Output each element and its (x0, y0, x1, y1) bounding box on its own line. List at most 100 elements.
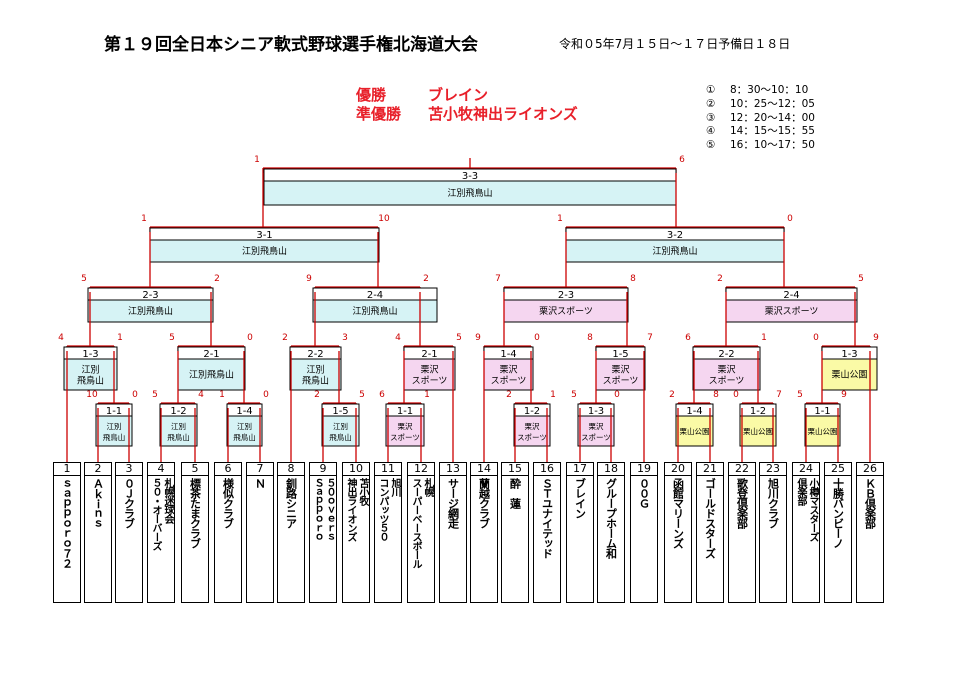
score-right: 9 (841, 390, 847, 400)
team-number: 26 (857, 463, 883, 476)
game-venue-box (226, 415, 263, 447)
game-venue: 飛鳥山 (233, 432, 256, 442)
game-venue: 飛鳥山 (329, 432, 352, 442)
game-venue: 栗山公園 (831, 370, 867, 381)
score-left: 5 (571, 390, 577, 400)
champion-label: 優勝 (356, 86, 387, 104)
game-venue-box (821, 358, 878, 391)
game-venue-box (95, 415, 133, 447)
team-number: 14 (471, 463, 497, 476)
score-left: 2 (669, 390, 675, 400)
score-left: 8 (587, 333, 593, 343)
champion-row: 優勝 ブレイン (356, 86, 578, 105)
score-left: 2 (282, 333, 288, 343)
team-number: 22 (729, 463, 755, 476)
score-right: 7 (647, 333, 653, 343)
game-label: 1-1 (106, 406, 122, 417)
schedule-number: ① (706, 84, 716, 96)
team-number: 6 (215, 463, 241, 476)
game-label: 1-5 (332, 406, 348, 417)
score-right: 8 (630, 274, 636, 284)
game-venue: 栗沢 (717, 364, 735, 376)
schedule-number: ② (706, 97, 716, 110)
score-right: 0 (247, 333, 253, 343)
game-label: 1-3 (841, 349, 857, 360)
game-venue-box (63, 358, 118, 391)
game-label: 1-3 (82, 349, 98, 360)
game-venue: 栗沢 (398, 422, 413, 431)
score-left: 4 (58, 333, 64, 343)
game-label: 1-2 (524, 406, 540, 417)
schedule-time: 10：25～12：05 (730, 97, 815, 110)
schedule-number: ④ (706, 125, 716, 138)
game-venue-box (804, 415, 841, 447)
game-venue: スポーツ (709, 376, 745, 387)
game-venue-box (692, 358, 761, 391)
team-name: ＳＴユナイテッド (540, 478, 554, 558)
team-name: 函館マリーンズ (671, 478, 685, 548)
game-venue-box (483, 358, 534, 391)
game-venue-box (159, 415, 198, 447)
score-left: 1 (254, 155, 260, 165)
team-name: 旭川 コンパッツ５０ (377, 478, 400, 541)
game-label: 3-1 (256, 230, 272, 241)
score-left: 2 (506, 390, 512, 400)
team-number: 4 (148, 463, 174, 476)
game-label: 1-4 (236, 406, 252, 417)
score-right: 9 (873, 333, 879, 343)
game-venue: 江別飛鳥山 (189, 369, 234, 381)
game-label: 2-4 (783, 290, 799, 301)
game-venue-box (577, 415, 615, 447)
team-number: 21 (697, 463, 723, 476)
team-number: 15 (502, 463, 528, 476)
runner-up-label: 準優勝 (356, 105, 402, 123)
score-left: 5 (152, 390, 158, 400)
schedule-time: 16：10～17：50 (730, 139, 815, 152)
score-right: 5 (858, 274, 864, 284)
game-label: 2-4 (367, 290, 383, 301)
score-right: 0 (614, 390, 620, 400)
team-name: サージ網走 (446, 478, 460, 528)
game-venue: 飛鳥山 (167, 432, 190, 442)
team-number: 10 (343, 463, 369, 476)
game-venue-box (263, 180, 677, 206)
score-right: 2 (214, 274, 220, 284)
game-venue: 栗沢 (611, 364, 629, 376)
score-right: 0 (787, 214, 793, 224)
game-venue: 江別飛鳥山 (242, 245, 287, 257)
champion-team: ブレイン (428, 86, 489, 104)
team-name: 蘭越クラブ (477, 478, 491, 528)
score-right: 2 (423, 274, 429, 284)
score-left: 1 (219, 390, 225, 400)
score-right: 1 (761, 333, 767, 343)
team-name: ０Ｊクラブ (122, 478, 136, 528)
game-label: 2-2 (718, 349, 734, 360)
score-right: 5 (359, 390, 365, 400)
team-number: 23 (760, 463, 786, 476)
team-number: 2 (85, 463, 111, 476)
score-left: 2 (717, 274, 723, 284)
score-left: 5 (797, 390, 803, 400)
team-number: 13 (440, 463, 466, 476)
score-right: 5 (456, 333, 462, 343)
score-left: 6 (379, 390, 385, 400)
game-venue: 栗沢 (420, 364, 438, 376)
team-number: 16 (534, 463, 560, 476)
team-entry: 4 札幌迷球会 ５０・オーバーズ (147, 462, 175, 603)
game-venue: 飛鳥山 (302, 375, 329, 387)
game-venue: 栗沢 (525, 422, 540, 431)
team-name: 札幌迷球会 ５０・オーバーズ (150, 478, 173, 550)
game-venue: 栗沢スポーツ (539, 305, 593, 317)
score-left: 1 (141, 214, 147, 224)
